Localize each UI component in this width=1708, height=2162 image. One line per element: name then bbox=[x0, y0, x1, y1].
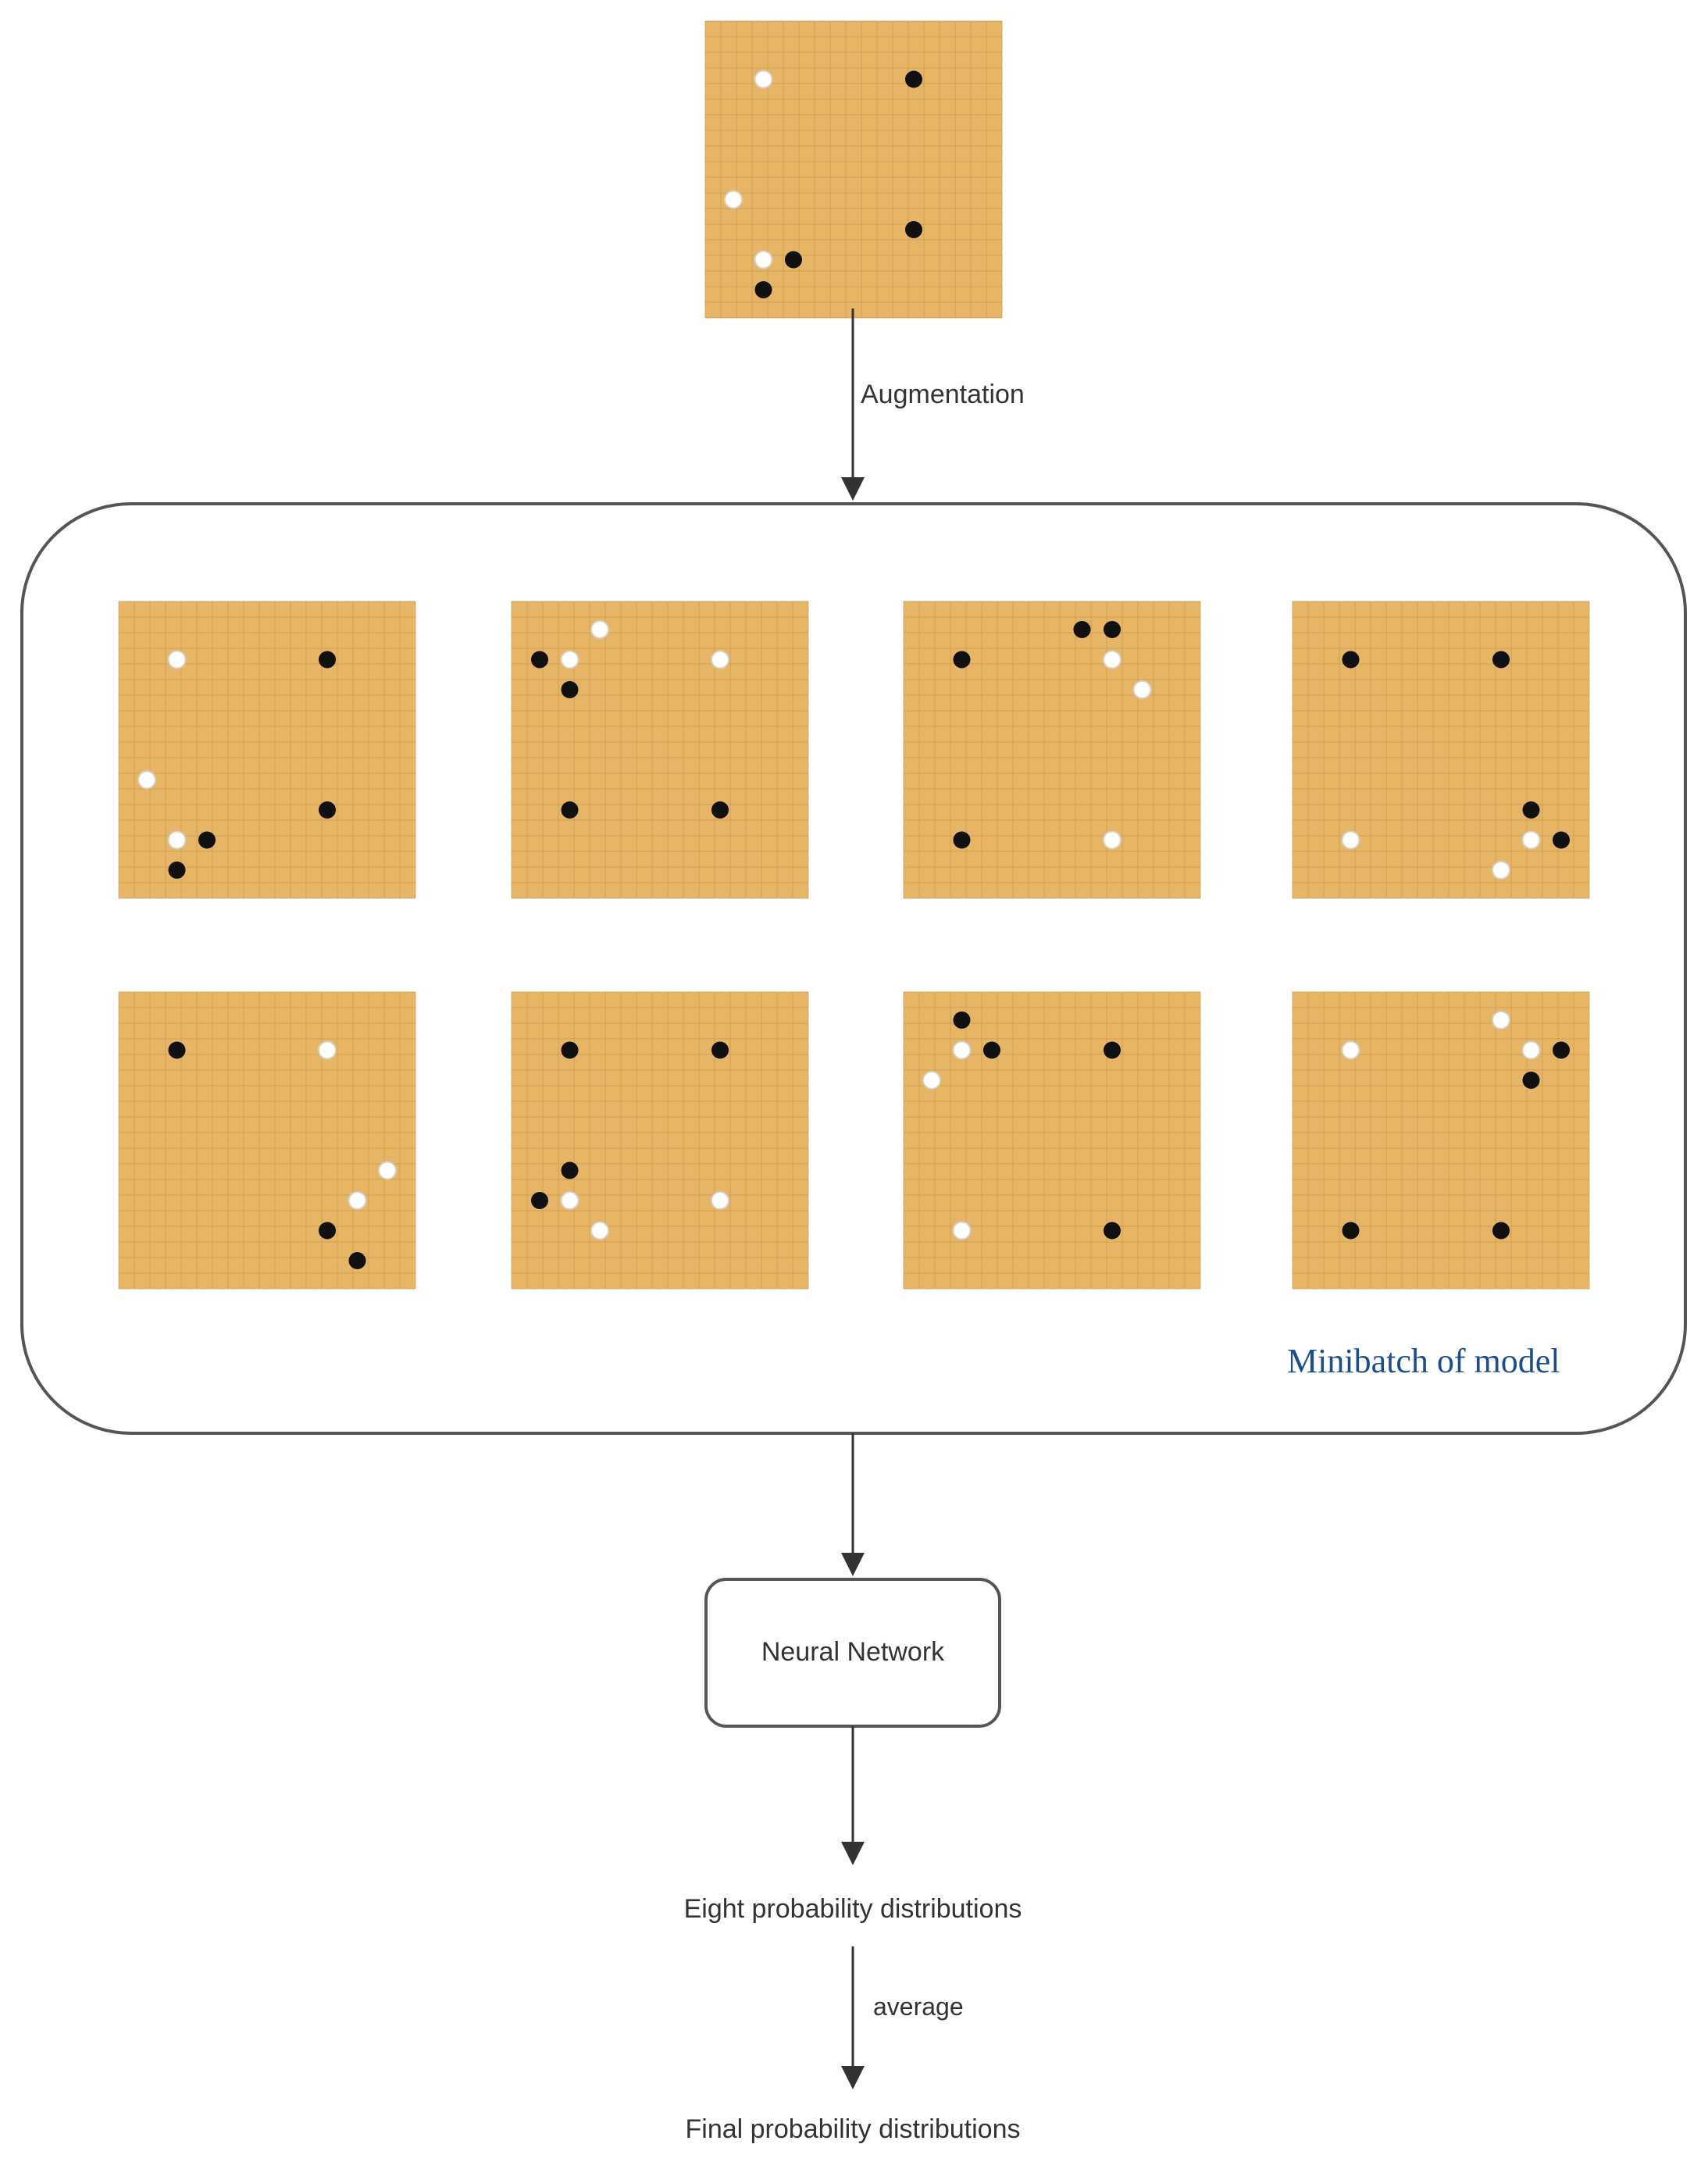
black-stone bbox=[1104, 1041, 1121, 1059]
black-stone bbox=[1522, 1072, 1540, 1089]
augmented-boards-grid bbox=[118, 601, 1590, 1290]
augmented-board-7 bbox=[903, 991, 1201, 1290]
white-stone bbox=[1103, 650, 1121, 669]
white-stone bbox=[560, 650, 579, 669]
board-surface bbox=[119, 601, 415, 898]
board-grid-lines bbox=[903, 991, 1201, 1290]
black-stone bbox=[905, 221, 922, 238]
white-stone bbox=[1521, 1040, 1541, 1060]
board-grid-lines bbox=[511, 601, 809, 899]
black-stone bbox=[319, 801, 336, 819]
minibatch-label: Minibatch of model bbox=[1287, 1342, 1560, 1380]
board-surface bbox=[904, 992, 1200, 1289]
white-stone bbox=[1132, 680, 1152, 699]
black-stone bbox=[348, 1252, 366, 1269]
black-stone bbox=[319, 651, 336, 669]
board-surface bbox=[1293, 992, 1589, 1289]
board-surface bbox=[512, 601, 808, 898]
white-stone bbox=[754, 70, 773, 89]
board-grid-lines bbox=[903, 601, 1201, 899]
black-stone bbox=[1342, 651, 1360, 669]
white-stone bbox=[952, 1040, 972, 1060]
black-stone bbox=[1522, 801, 1540, 819]
black-stone bbox=[953, 831, 971, 849]
white-stone bbox=[167, 650, 187, 669]
augmented-board-4 bbox=[1292, 601, 1590, 899]
augmentation-label: Augmentation bbox=[861, 380, 1025, 409]
white-stone bbox=[1341, 830, 1360, 850]
white-stone bbox=[1341, 1040, 1360, 1060]
original-board bbox=[704, 20, 1003, 319]
black-stone bbox=[1104, 621, 1121, 638]
black-stone bbox=[531, 651, 548, 669]
board-grid-lines bbox=[1292, 991, 1590, 1290]
white-stone bbox=[560, 1191, 579, 1210]
black-stone bbox=[785, 251, 802, 269]
white-stone bbox=[711, 650, 729, 669]
augmented-board-5 bbox=[118, 991, 416, 1290]
black-stone bbox=[561, 1161, 579, 1179]
augmented-board-8 bbox=[1292, 991, 1590, 1290]
black-stone bbox=[1553, 831, 1570, 849]
black-stone bbox=[953, 651, 971, 669]
black-stone bbox=[561, 1041, 579, 1059]
white-stone bbox=[1521, 830, 1541, 850]
augmented-board-6 bbox=[511, 991, 809, 1290]
neural-network-label: Neural Network bbox=[761, 1637, 945, 1667]
white-stone bbox=[137, 770, 156, 790]
augmented-board-3 bbox=[903, 601, 1201, 899]
white-stone bbox=[167, 830, 187, 850]
board-surface bbox=[904, 601, 1200, 898]
white-stone bbox=[922, 1071, 941, 1090]
white-stone bbox=[724, 190, 743, 209]
black-stone bbox=[1492, 1222, 1510, 1240]
white-stone bbox=[1492, 861, 1510, 879]
black-stone bbox=[168, 862, 186, 879]
final-distributions-label: Final probability distributions bbox=[686, 2114, 1021, 2144]
black-stone bbox=[319, 1222, 336, 1240]
board-surface bbox=[512, 992, 808, 1289]
black-stone bbox=[905, 70, 922, 88]
board-surface bbox=[705, 21, 1002, 318]
white-stone bbox=[952, 1221, 972, 1240]
white-stone bbox=[318, 1040, 337, 1060]
black-stone bbox=[1342, 1222, 1360, 1240]
white-stone bbox=[1492, 1011, 1510, 1029]
black-stone bbox=[983, 1041, 1000, 1059]
black-stone bbox=[754, 281, 772, 298]
white-stone bbox=[711, 1191, 729, 1210]
white-stone bbox=[348, 1191, 367, 1210]
augmented-board-1 bbox=[118, 601, 416, 899]
black-stone bbox=[711, 1041, 729, 1059]
black-stone bbox=[1492, 651, 1510, 669]
black-stone bbox=[561, 681, 579, 698]
board-grid-lines bbox=[1292, 601, 1590, 899]
average-label: average bbox=[873, 1993, 964, 2021]
eight-distributions-label: Eight probability distributions bbox=[684, 1894, 1022, 1924]
black-stone bbox=[1073, 621, 1091, 638]
augmented-board-2 bbox=[511, 601, 809, 899]
white-stone bbox=[754, 250, 773, 269]
original-go-board bbox=[704, 20, 1003, 319]
white-stone bbox=[590, 1221, 609, 1240]
board-grid-lines bbox=[511, 991, 809, 1290]
white-stone bbox=[590, 620, 609, 639]
black-stone bbox=[168, 1041, 186, 1059]
black-stone bbox=[198, 831, 216, 849]
board-grid-lines bbox=[118, 601, 416, 899]
board-grid-lines bbox=[118, 991, 416, 1290]
board-surface bbox=[1293, 601, 1589, 898]
board-surface bbox=[119, 992, 415, 1289]
black-stone bbox=[531, 1192, 548, 1209]
black-stone bbox=[953, 1011, 971, 1029]
board-grid-lines bbox=[704, 20, 1003, 319]
black-stone bbox=[711, 801, 729, 819]
white-stone bbox=[378, 1161, 397, 1180]
black-stone bbox=[1104, 1222, 1121, 1240]
white-stone bbox=[1103, 830, 1121, 850]
black-stone bbox=[561, 801, 579, 819]
black-stone bbox=[1553, 1041, 1570, 1059]
